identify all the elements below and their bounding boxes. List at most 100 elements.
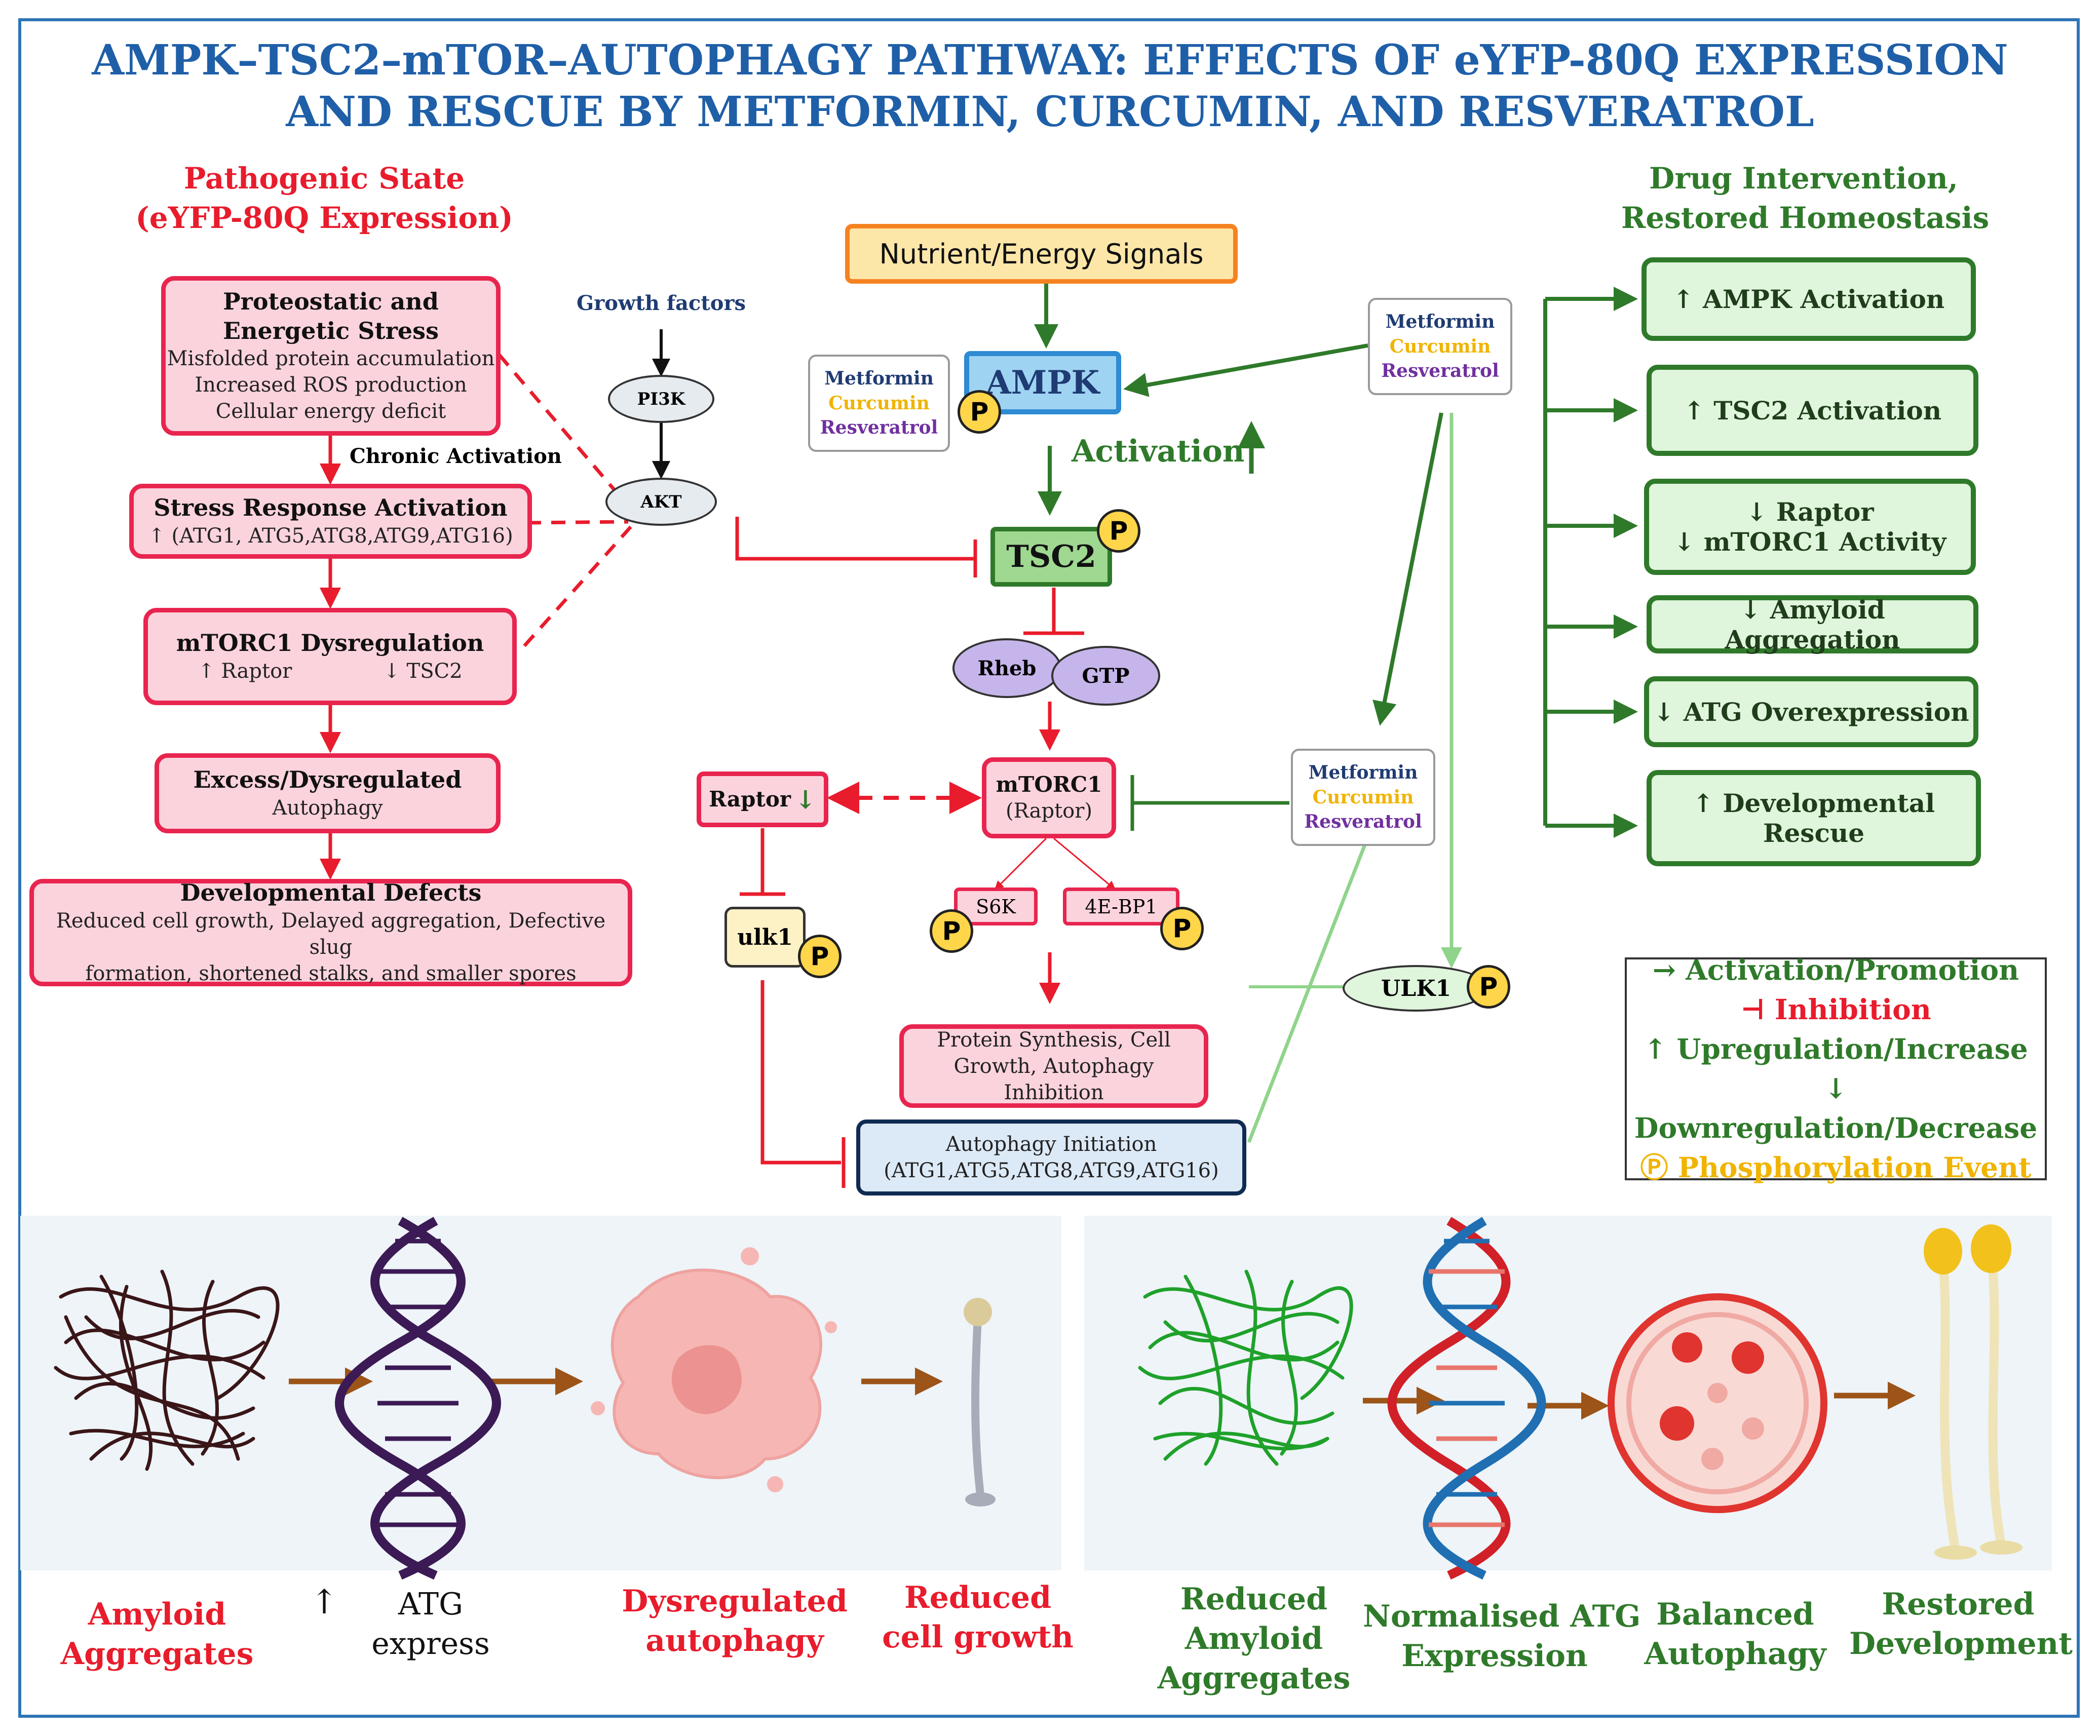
drug-box-ampk: Metformin Curcumin Resveratrol: [808, 355, 950, 452]
dysregulated-cell-illustration: [591, 1247, 837, 1492]
caption-restored-line-2: Development: [1849, 1626, 2073, 1662]
akt-inhibits-tsc2: [735, 517, 977, 577]
ampk-activation-box: ↑ AMPK Activation: [1641, 257, 1976, 341]
caption-dysregulated-line-2: autophagy: [645, 1623, 824, 1658]
pathogenic-illustration-panel: [20, 1216, 1061, 1570]
pathogenic-subheader: (eYFP-80Q Expression): [135, 201, 513, 235]
defects-line-2: formation, shortened stalks, and smaller…: [85, 961, 577, 985]
initiation-line-2: (ATG1,ATG5,ATG8,ATG9,ATG16): [884, 1159, 1219, 1182]
caption-reduced-growth-line-1: Reduced: [904, 1580, 1052, 1615]
tsc2-inhibits-rheb: [1023, 588, 1084, 635]
ampk-phospho-badge: P: [958, 390, 1001, 434]
caption-reduced-amyloid: Reduced Amyloid Aggregates: [1142, 1579, 1365, 1698]
stress-line-2: Increased ROS production: [195, 373, 467, 397]
drug-inhibits-mtorc1: [1130, 775, 1289, 831]
excess-title: Excess/Dysregulated: [193, 766, 462, 794]
right-bracket: [1543, 287, 1638, 838]
ampk-axis-arrows: [1034, 284, 1062, 516]
raptor-box: Raptor ↓: [697, 771, 828, 827]
mtorc1-dysregulation-box: mTORC1 Dysregulation ↑ Raptor ↓ TSC2: [143, 608, 517, 705]
akt-node: AKT: [605, 478, 717, 526]
caption-normalised-line-2: Expression: [1401, 1638, 1588, 1674]
stress-response-box: Stress Response Activation ↑ (ATG1, ATG5…: [129, 484, 532, 559]
nutrient-signals-box: Nutrient/Energy Signals: [845, 224, 1238, 284]
ulk1-phospho-badge: P: [1467, 965, 1510, 1009]
small-fruiting-body-illustration: [964, 1298, 996, 1507]
stress-line-1: Misfolded protein accumulation: [167, 347, 495, 370]
amyloid-aggregates-illustration: [54, 1269, 280, 1471]
initiation-line-1: Autophagy Initiation: [945, 1133, 1157, 1156]
drug-to-initiation: [1247, 842, 1367, 1143]
legend-activation: → Activation/Promotion: [1652, 953, 2019, 986]
pi3k-node: PI3K: [608, 375, 714, 423]
ulk1-small-phospho-badge: P: [798, 935, 842, 978]
drug-upper-curcumin: Curcumin: [1389, 335, 1491, 357]
legend-inhibition: ⊣ Inhibition: [1740, 992, 1931, 1026]
caption-dysregulated-autophagy: Dysregulated autophagy: [603, 1581, 866, 1661]
raptor-item: ↓ Raptor: [1746, 497, 1874, 527]
drug-lower-resveratrol: Resveratrol: [1304, 811, 1422, 833]
caption-reduced-amyloid-line-3: Aggregates: [1157, 1661, 1351, 1696]
s6k-phospho-badge: P: [930, 909, 973, 953]
synthesis-line-2: Growth, Autophagy Inhibition: [953, 1054, 1154, 1104]
dysregulation-tsc2: ↓ TSC2: [383, 659, 463, 683]
tsc2-phospho-badge: P: [1097, 509, 1140, 553]
dna-purple-rungs: [377, 1239, 459, 1527]
caption-reduced-cell-growth: Reduced cell growth: [871, 1578, 1084, 1657]
title-line-2: AND RESCUE BY METFORMIN, CURCUMIN, AND R…: [286, 88, 1814, 136]
caption-balanced-line-2: Autophagy: [1644, 1636, 1826, 1672]
drug-upper-metformin: Metformin: [1385, 311, 1495, 333]
caption-normalised-line-1: Normalised ATG: [1363, 1599, 1641, 1634]
pathogenic-header: Pathogenic State: [183, 161, 465, 196]
raptor-label: Raptor: [709, 786, 791, 812]
drug-to-ampk: [1123, 343, 1368, 397]
dysregulation-sub-row: ↑ Raptor ↓ TSC2: [198, 658, 462, 684]
developmental-rescue-box: ↑ Developmental Rescue: [1647, 770, 1981, 866]
ulk1-small-box: ulk1: [724, 907, 806, 968]
caption-reduced-growth-line-2: cell growth: [882, 1619, 1074, 1655]
mtorc1-title: mTORC1: [996, 771, 1102, 797]
restored-fruiting-bodies-illustration: [1924, 1224, 2022, 1560]
dysregulation-raptor: ↑ Raptor: [198, 659, 292, 683]
caption-normalised-atg: Normalised ATG Expression: [1363, 1597, 1641, 1676]
synthesis-line-1: Protein Synthesis, Cell: [937, 1028, 1171, 1052]
drug-ampk-metformin: Metformin: [824, 368, 934, 390]
rheb-node: Rheb: [952, 638, 1061, 698]
legend-downregulation: ↓ Downregulation/Decrease: [1634, 1072, 2038, 1145]
gtp-node: GTP: [1051, 646, 1160, 706]
raptor-mtorc1-box: ↓ Raptor ↓ mTORC1 Activity: [1644, 479, 1976, 575]
mtorc1-sub: (Raptor): [1006, 799, 1092, 823]
caption-reduced-amyloid-line-2: Amyloid: [1185, 1621, 1323, 1656]
caption-atg-line-2: express: [371, 1626, 490, 1662]
stress-response-title: Stress Response Activation: [154, 494, 508, 522]
autophagy-initiation-box: Autophagy Initiation (ATG1,ATG5,ATG8,ATG…: [856, 1120, 1246, 1195]
stress-box: Proteostatic and Energetic Stress Misfol…: [161, 276, 501, 436]
caption-amyloid-aggregates: Amyloid Aggregates: [46, 1595, 269, 1674]
growth-factors-label: Growth factors: [576, 291, 746, 315]
tsc2-activation-box: ↑ TSC2 Activation: [1647, 365, 1978, 456]
chronic-activation-label: Chronic Activation: [350, 444, 562, 468]
4ebp1-phospho-badge: P: [1160, 907, 1204, 950]
caption-atg-express: ATG express: [350, 1585, 512, 1664]
excess-sub: Autophagy: [272, 796, 383, 820]
legend-upregulation: ↑ Upregulation/Increase: [1644, 1032, 2028, 1065]
excess-autophagy-box: Excess/Dysregulated Autophagy: [155, 753, 501, 833]
legend-phosphorylation: Ⓟ Phosphorylation Event: [1640, 1151, 2032, 1184]
intervention-subheader: Restored Homeostasis: [1621, 201, 1990, 235]
akt-dashed-links: [498, 353, 632, 647]
raptor-label-row: Raptor ↓: [709, 785, 816, 815]
mtorc1-activity-item: ↓ mTORC1 Activity: [1673, 527, 1946, 557]
ulk1-inhibits-initiation: [760, 980, 846, 1188]
mtorc1-branches: [994, 837, 1116, 891]
caption-balanced-line-1: Balanced: [1656, 1597, 1814, 1632]
mtorc1-box: mTORC1 (Raptor): [982, 757, 1116, 838]
stress-response-sub: ↑ (ATG1, ATG5,ATG8,ATG9,ATG16): [148, 524, 513, 548]
developmental-defects-box: Developmental Defects Reduced cell growt…: [29, 879, 632, 986]
title-line-1: AMPK–TSC2–mTOR–AUTOPHAGY PATHWAY: EFFECT…: [92, 36, 2008, 85]
outer-frame: [18, 18, 2080, 1718]
drug-ampk-resveratrol: Resveratrol: [820, 417, 938, 439]
drug-box-lower: Metformin Curcumin Resveratrol: [1291, 749, 1435, 846]
